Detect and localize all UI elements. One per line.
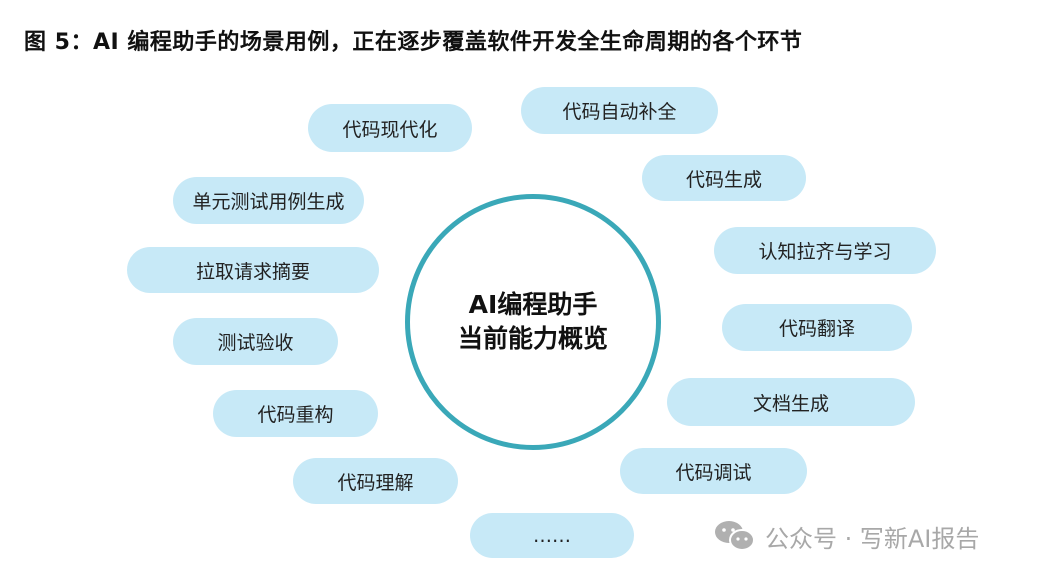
- use-case-pill: 代码现代化: [308, 104, 472, 152]
- watermark: 公众号 · 写新AI报告: [713, 518, 979, 554]
- use-case-pill: ……: [470, 513, 634, 558]
- center-line-2: 当前能力概览: [457, 324, 608, 353]
- center-circle: AI编程助手 当前能力概览: [405, 194, 661, 450]
- use-case-pill: 代码生成: [642, 155, 806, 201]
- use-case-pill: 代码调试: [620, 448, 807, 494]
- wechat-icon: [715, 521, 755, 551]
- use-case-pill: 测试验收: [173, 318, 338, 365]
- center-line-1: AI编程助手: [468, 290, 598, 319]
- use-case-pill: 代码理解: [293, 458, 458, 504]
- use-case-pill: 拉取请求摘要: [127, 247, 379, 293]
- use-case-pill: 单元测试用例生成: [173, 177, 364, 224]
- use-case-pill: 代码重构: [213, 390, 378, 437]
- watermark-text: 公众号 · 写新AI报告: [765, 524, 980, 553]
- use-case-pill: 文档生成: [667, 378, 915, 426]
- use-case-pill: 认知拉齐与学习: [714, 227, 936, 274]
- use-case-pill: 代码翻译: [722, 304, 912, 351]
- figure-title: 图 5：AI 编程助手的场景用例，正在逐步覆盖软件开发全生命周期的各个环节: [24, 30, 803, 55]
- use-case-pill: 代码自动补全: [521, 87, 718, 134]
